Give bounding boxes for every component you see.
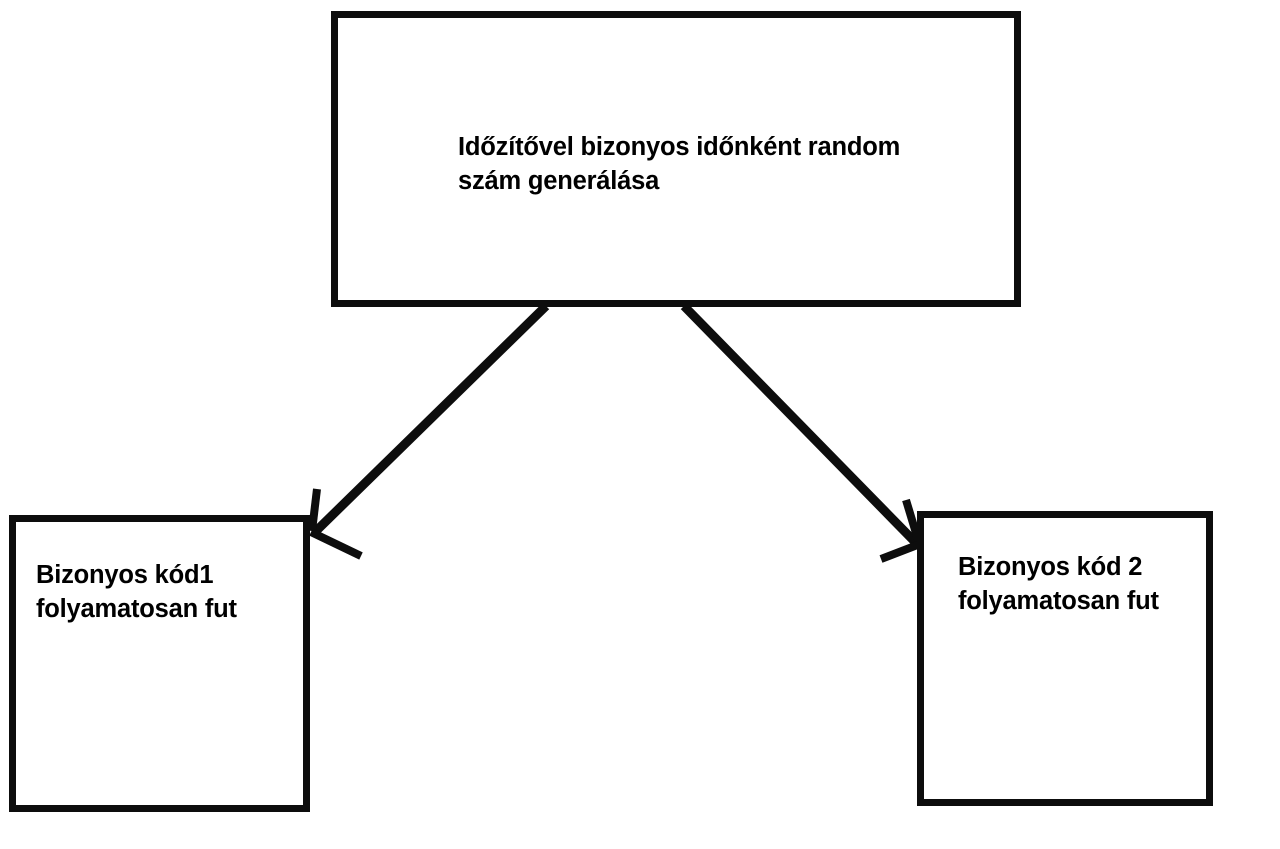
node-timer-label: Időzítővel bizonyos időnként random szám… (458, 133, 901, 195)
edge-line (680, 302, 922, 549)
node-code2-label: Bizonyos kód 2 folyamatosan fut (958, 553, 1159, 615)
node-timer[interactable]: Időzítővel bizonyos időnként random szám… (331, 11, 1021, 307)
arrowhead-barb-lower (309, 528, 363, 560)
node-code1-label: Bizonyos kód1 folyamatosan fut (36, 561, 237, 623)
node-code2[interactable]: Bizonyos kód 2 folyamatosan fut (917, 511, 1213, 806)
arrowhead-barb-upper (308, 488, 321, 532)
edge-line (310, 302, 550, 537)
node-code1[interactable]: Bizonyos kód1 folyamatosan fut (9, 515, 310, 812)
arrowhead-barb-lower (879, 540, 922, 563)
edge-timer-to-code1 (308, 302, 550, 560)
edge-timer-to-code2 (680, 302, 923, 563)
